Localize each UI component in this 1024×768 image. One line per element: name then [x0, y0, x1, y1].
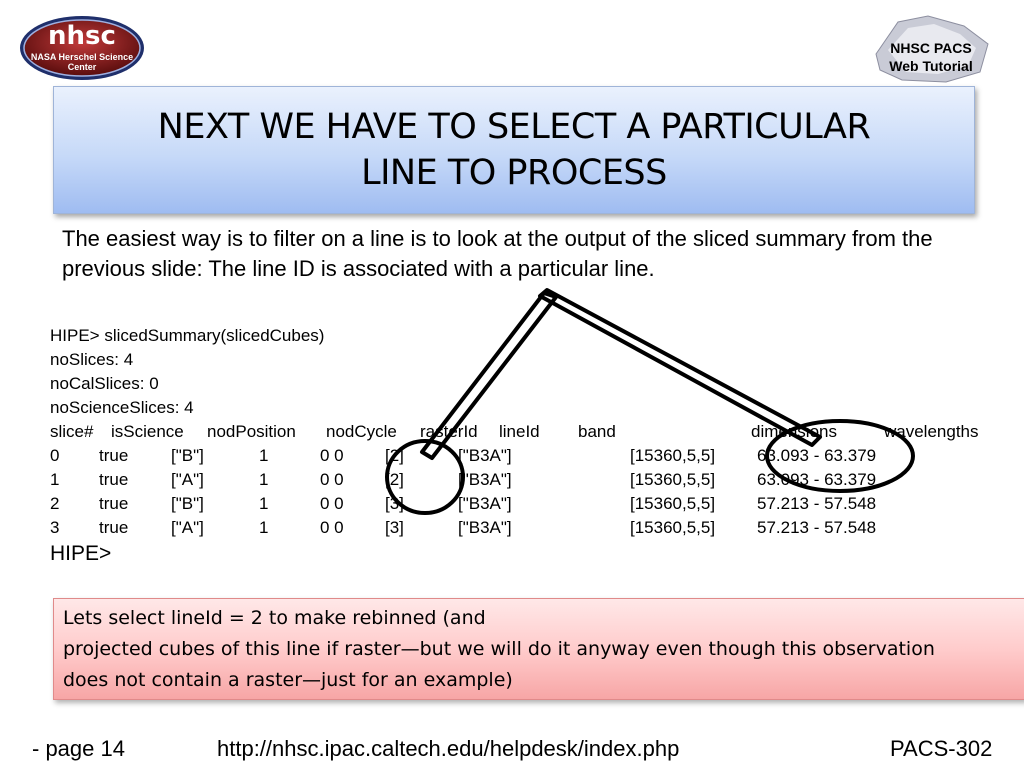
row-dimensions: [15360,5,5] [630, 494, 716, 513]
nhsc-logo-subtext: NASA Herschel Science [30, 52, 134, 62]
header-band: band [578, 422, 616, 441]
header-is-science: isScience [111, 422, 184, 441]
row-slice: 2 [50, 494, 60, 513]
footer-page-number: - page 14 [32, 736, 125, 761]
row-raster-id: 0 0 [320, 446, 344, 465]
row-line-id: [3] [385, 494, 404, 513]
row-nod-position: ["A"] [171, 470, 204, 489]
slide-title-box: NEXT WE HAVE TO SELECT A PARTICULAR LINE… [53, 86, 975, 214]
row-is-science: true [99, 446, 129, 465]
row-band: ["B3A"] [458, 518, 512, 537]
row-band: ["B3A"] [458, 470, 512, 489]
header-wavelengths: wavelengths [884, 422, 979, 441]
row-slice: 0 [50, 446, 60, 465]
console-no-science-slices: noScienceSlices: 4 [50, 398, 194, 417]
footer-slide-code: PACS-302 [890, 736, 993, 761]
header-slice: slice# [50, 422, 94, 441]
console-no-slices: noSlices: 4 [50, 350, 134, 369]
row-is-science: true [99, 470, 129, 489]
pacs-tutorial-logo: NHSC PACS Web Tutorial [868, 14, 994, 86]
row-nod-cycle: 1 [259, 518, 269, 537]
row-raster-id: 0 0 [320, 494, 344, 513]
row-wavelengths: 63.093 - 63.379 [757, 446, 877, 465]
row-slice: 1 [50, 470, 60, 489]
slide-title-line-1: NEXT WE HAVE TO SELECT A PARTICULAR [157, 107, 871, 147]
row-wavelengths: 63.093 - 63.379 [757, 470, 877, 489]
header-line-id: lineId [499, 422, 540, 441]
pacs-logo-line2: Web Tutorial [889, 58, 973, 74]
console-prompt: HIPE> [50, 542, 112, 565]
row-line-id: [2] [385, 470, 404, 489]
intro-text: The easiest way is to filter on a line i… [62, 226, 933, 281]
header-nod-cycle: nodCycle [326, 422, 397, 441]
row-nod-position: ["B"] [171, 494, 204, 513]
row-wavelengths: 57.213 - 57.548 [757, 518, 877, 537]
row-is-science: true [99, 518, 129, 537]
slide-title-line-2: LINE TO PROCESS [361, 153, 667, 193]
note-line-3: does not contain a raster—just for an ex… [63, 669, 513, 691]
note-box: Lets select lineId = 2 to make rebinned … [53, 598, 1024, 700]
row-dimensions: [15360,5,5] [630, 446, 716, 465]
row-nod-cycle: 1 [259, 494, 269, 513]
row-line-id: [2] [385, 446, 404, 465]
header-nod-position: nodPosition [207, 422, 296, 441]
note-line-1: Lets select lineId = 2 to make rebinned … [63, 607, 486, 629]
row-nod-position: ["B"] [171, 446, 204, 465]
row-nod-cycle: 1 [259, 470, 269, 489]
nhsc-logo: nhsc NASA Herschel Science Center [18, 14, 146, 82]
row-band: ["B3A"] [458, 494, 512, 513]
row-raster-id: 0 0 [320, 470, 344, 489]
row-line-id: [3] [385, 518, 404, 537]
header-dimensions: dimensions [751, 422, 837, 441]
row-nod-cycle: 1 [259, 446, 269, 465]
nhsc-logo-text: nhsc [48, 21, 116, 51]
row-nod-position: ["A"] [171, 518, 204, 537]
row-band: ["B3A"] [458, 446, 512, 465]
row-wavelengths: 57.213 - 57.548 [757, 494, 877, 513]
console-command: HIPE> slicedSummary(slicedCubes) [50, 326, 325, 345]
row-dimensions: [15360,5,5] [630, 518, 716, 537]
row-slice: 3 [50, 518, 60, 537]
footer-url[interactable]: http://nhsc.ipac.caltech.edu/helpdesk/in… [217, 736, 680, 761]
header-raster-id: rasterId [420, 422, 478, 441]
pacs-logo-line1: NHSC PACS [890, 40, 972, 56]
console-no-cal-slices: noCalSlices: 0 [50, 374, 159, 393]
note-line-2: projected cubes of this line if raster—b… [63, 638, 935, 660]
nhsc-logo-subtext-2: Center [67, 62, 97, 72]
row-dimensions: [15360,5,5] [630, 470, 716, 489]
row-raster-id: 0 0 [320, 518, 344, 537]
row-is-science: true [99, 494, 129, 513]
